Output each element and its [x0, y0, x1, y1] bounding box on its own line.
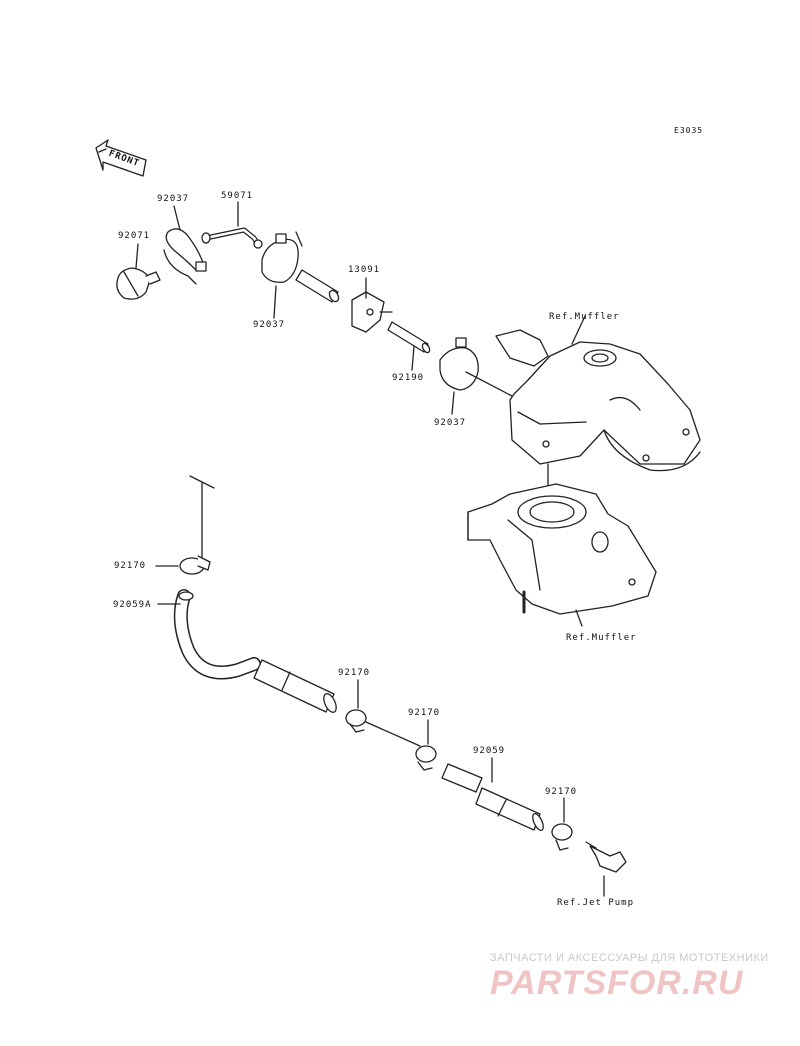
label-59071: 59071: [221, 191, 254, 201]
label-92037-top: 92037: [157, 194, 190, 204]
muffler-upper: [495, 329, 701, 472]
label-92170-b: 92170: [338, 668, 371, 678]
label-92037-middle: 92037: [253, 320, 286, 330]
jet-pump-elbow-fitting: [585, 841, 627, 873]
watermark-tagline: ЗАПЧАСТИ И АКСЕССУАРЫ ДЛЯ МОТОТЕХНИКИ: [490, 952, 769, 964]
label-92059: 92059: [473, 746, 506, 756]
hose-clamp-92170-d: [551, 823, 573, 851]
label-92190: 92190: [392, 373, 425, 383]
bent-pipe-59071: [201, 227, 263, 249]
label-92059A: 92059A: [113, 600, 152, 610]
label-ref-muffler-top: Ref.Muffler: [549, 312, 620, 322]
hose-clamp-92037-middle: [261, 231, 303, 283]
hose-clamp-92170-a: [179, 555, 211, 575]
label-92170-d: 92170: [545, 787, 578, 797]
bent-hose-92059A: [173, 589, 261, 680]
label-92170-c: 92170: [408, 708, 441, 718]
fitting-13091: [351, 291, 393, 333]
hose-clamp-92170-b: [345, 709, 367, 733]
front-arrow-icon: [95, 139, 147, 177]
hose-92190: [387, 321, 431, 354]
label-92037-right: 92037: [434, 418, 467, 428]
bleed-screw-92071: [116, 267, 161, 300]
label-13091: 13091: [348, 265, 381, 275]
label-ref-jet-pump: Ref.Jet Pump: [557, 898, 635, 908]
muffler-lower: [467, 483, 657, 615]
hose-clamp-92037-top: [163, 228, 207, 285]
straight-hose-middle: [253, 659, 337, 713]
hose-clamp-92037-right: [439, 337, 479, 391]
label-92170-a: 92170: [114, 561, 147, 571]
hose-92059: [441, 763, 544, 831]
diagram-code: E3035: [674, 126, 704, 135]
hose-clamp-92170-c: [415, 745, 437, 771]
short-hose-upper: [295, 269, 340, 303]
watermark-logo: PARTSFOR.RU: [490, 964, 744, 1002]
label-92071: 92071: [118, 231, 151, 241]
label-ref-muffler-bottom: Ref.Muffler: [566, 633, 637, 643]
